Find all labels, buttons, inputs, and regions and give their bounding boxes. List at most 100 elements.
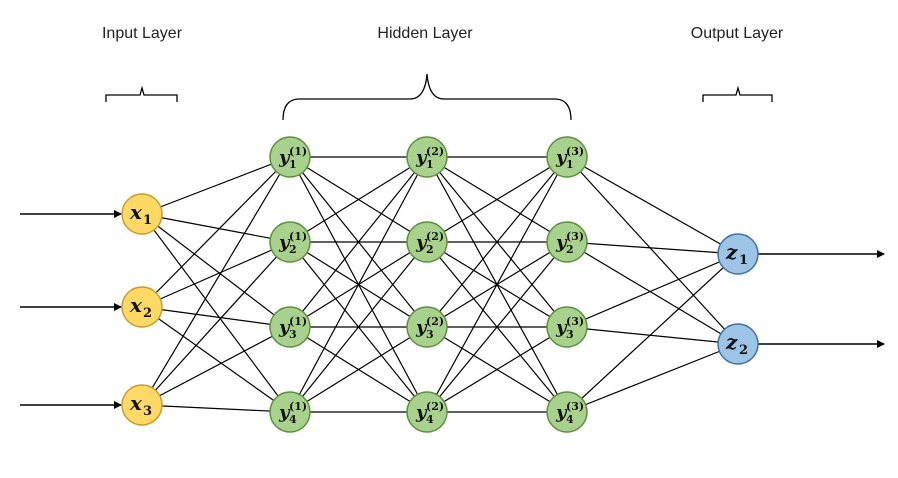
neuron-label-index: 4	[289, 413, 297, 426]
neuron-circle	[717, 233, 759, 275]
edge-input-2-to-hidden-1-4	[141, 306, 291, 413]
edge-hidden-3-2-to-output-1	[566, 241, 739, 255]
neuron-label-base: z	[725, 330, 738, 354]
neuron-y12: y(2)1	[406, 136, 448, 178]
neuron-label-layer: (3)	[566, 315, 584, 328]
neuron-circle	[546, 306, 588, 348]
neuron-label-index: 2	[143, 306, 152, 321]
neuron-label-index: 1	[566, 158, 574, 171]
neuron-label-base: y	[555, 147, 568, 168]
edge-input-1-to-hidden-1-4	[141, 213, 291, 413]
neuron-label-base: y	[415, 402, 428, 423]
neuron-circle	[121, 286, 163, 328]
edge-input-3-to-hidden-1-3	[141, 326, 291, 406]
neuron-label-index: 2	[566, 243, 574, 256]
neuron-label-index: 3	[426, 328, 434, 341]
neuron-label-layer: (3)	[566, 145, 584, 158]
edge-input-1-to-hidden-1-1	[141, 156, 291, 215]
neuron-y43: y(3)4	[546, 391, 588, 433]
neuron-label-layer: (2)	[426, 145, 444, 158]
neuron-label-index: 2	[289, 243, 297, 256]
neuron-label-layer: (2)	[426, 400, 444, 413]
neuron-label-base: y	[415, 232, 428, 253]
output-layer-title: Output Layer	[690, 25, 784, 42]
neuron-circle	[269, 391, 311, 433]
neuron-circle	[406, 136, 448, 178]
neuron-label-base: y	[278, 147, 291, 168]
neuron-y13: y(3)1	[546, 136, 588, 178]
neuron-y21: y(1)2	[269, 221, 311, 263]
input-layer-bracket	[105, 85, 178, 102]
neuron-label-base: y	[278, 317, 291, 338]
edge-hidden-1-4-to-hidden-2-3	[289, 326, 428, 413]
neuron-label-index: 2	[426, 243, 434, 256]
neuron-y42: y(2)4	[406, 391, 448, 433]
neuron-label-base: x	[129, 293, 143, 317]
neuron-label-base: z	[725, 240, 738, 264]
neuron-y41: y(1)4	[269, 391, 311, 433]
neuron-circle	[546, 391, 588, 433]
edge-hidden-2-4-to-hidden-3-3	[426, 326, 568, 413]
edge-hidden-3-1-to-output-2	[566, 156, 739, 345]
neuron-y23: y(3)2	[546, 221, 588, 263]
neuron-label-base: y	[415, 317, 428, 338]
neuron-circle	[269, 221, 311, 263]
edge-input-1-to-hidden-1-2	[141, 213, 291, 243]
edge-hidden-3-4-to-output-2	[566, 343, 739, 413]
neuron-label-base: y	[278, 402, 291, 423]
edge-input-3-to-hidden-1-2	[141, 241, 291, 406]
hidden-layer-title: Hidden Layer	[377, 25, 473, 42]
edge-hidden-3-1-to-output-1	[566, 156, 739, 255]
edge-hidden-2-3-to-hidden-3-1	[426, 156, 568, 328]
neuron-label-index: 1	[426, 158, 434, 171]
neuron-circle	[546, 136, 588, 178]
neuron-label-layer: (1)	[289, 230, 307, 243]
neuron-circle	[121, 384, 163, 426]
edge-hidden-2-4-to-hidden-3-2	[426, 241, 568, 413]
neuron-label-base: x	[129, 391, 143, 415]
connections	[141, 156, 739, 413]
neuron-label-index: 1	[739, 253, 748, 268]
neuron-label-layer: (1)	[289, 400, 307, 413]
neuron-label-index: 2	[739, 343, 748, 358]
neuron-label-index: 3	[143, 404, 152, 419]
neuron-label-index: 3	[566, 328, 574, 341]
neuron-label-base: y	[415, 147, 428, 168]
neuron-label-layer: (2)	[426, 230, 444, 243]
neuron-circle	[121, 193, 163, 235]
edge-hidden-1-4-to-hidden-2-1	[289, 156, 428, 413]
edge-hidden-3-3-to-output-1	[566, 253, 739, 328]
neuron-label-base: y	[555, 402, 568, 423]
edge-hidden-1-2-to-hidden-2-1	[289, 156, 428, 243]
neuron-y33: y(3)3	[546, 306, 588, 348]
neuron-label-index: 3	[289, 328, 297, 341]
neuron-label-index: 4	[426, 413, 434, 426]
neuron-label-layer: (3)	[566, 230, 584, 243]
input-layer-title: Input Layer	[101, 25, 183, 42]
edge-input-3-to-hidden-1-4	[141, 404, 291, 413]
neuron-label-index: 1	[143, 213, 152, 228]
neuron-circle	[269, 306, 311, 348]
neuron-y31: y(1)3	[269, 306, 311, 348]
neuron-label-index: 4	[566, 413, 574, 426]
neuron-label-index: 1	[289, 158, 297, 171]
neuron-label-layer: (1)	[289, 315, 307, 328]
edge-input-2-to-hidden-1-2	[141, 241, 291, 308]
edge-hidden-2-2-to-hidden-3-1	[426, 156, 568, 243]
neuron-circle	[406, 391, 448, 433]
hidden-layer-bracket	[282, 73, 572, 121]
neuron-circle	[546, 221, 588, 263]
edge-hidden-1-3-to-hidden-2-1	[289, 156, 428, 328]
neuron-label-base: y	[278, 232, 291, 253]
io-arrows	[20, 210, 885, 409]
edge-input-2-to-hidden-1-1	[141, 156, 291, 308]
neuron-circle	[406, 306, 448, 348]
neuron-circle	[717, 323, 759, 365]
